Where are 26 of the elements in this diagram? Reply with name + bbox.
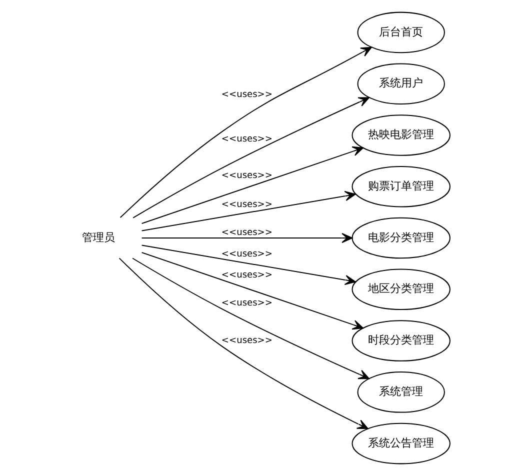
edge-label: <<uses>> [221,298,272,309]
edge-label: <<uses>> [221,228,272,238]
arrow [142,146,364,224]
arrow [142,232,353,244]
node-text: 管理员 [82,230,115,244]
edge-label: <<uses>> [221,90,272,100]
node-ellipse: 系统公告管理 [352,422,450,464]
edge-label: <<uses>> [221,249,272,260]
arrow [132,258,370,380]
node-ellipse: 购票订单管理 [352,166,450,208]
node-ellipse: 系统管理 [357,372,445,413]
arrow [132,97,370,218]
edge-label: <<uses>> [221,336,272,346]
arrow [142,252,364,330]
edge-label: <<uses>> [221,134,272,144]
arrow [118,258,368,430]
node-ellipse: 电影分类管理 [352,217,450,259]
edge-label: <<uses>> [221,200,272,210]
edge-label: <<uses>> [221,170,272,181]
node-ellipse: 后台首页 [357,12,445,54]
arrow [142,244,356,286]
node-ellipse: 系统用户 [357,63,445,104]
edge-label: <<uses>> [221,270,272,280]
arrow [142,190,356,232]
arrow [120,46,372,218]
node-ellipse: 地区分类管理 [352,268,450,310]
